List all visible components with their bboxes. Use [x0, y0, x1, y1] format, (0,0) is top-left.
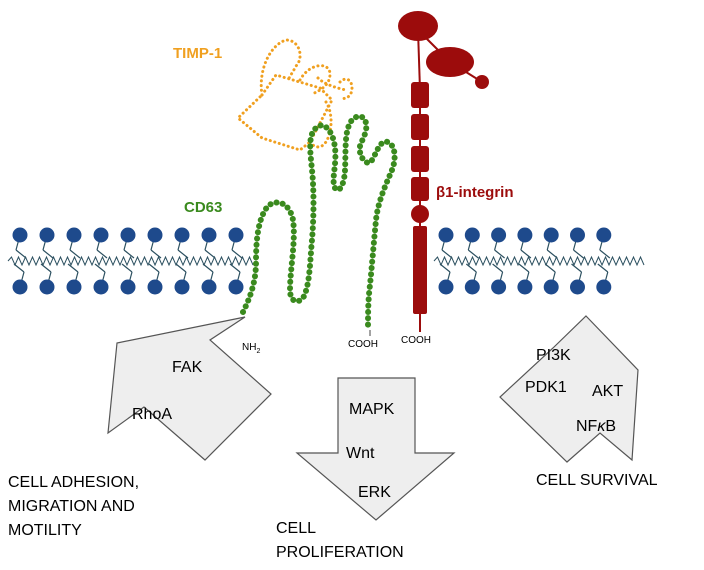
lipid-head — [66, 279, 82, 295]
outcome-adhesion: CELL ADHESION, MIGRATION AND MOTILITY — [8, 474, 139, 539]
rhoa-label: RhoA — [132, 406, 172, 423]
outcome-line: MOTILITY — [8, 522, 82, 539]
lipid-head — [543, 227, 559, 243]
lipid-head — [147, 227, 163, 243]
proliferation-pathway-arrow — [295, 377, 456, 521]
lipid-head — [174, 227, 190, 243]
lipid-tail — [94, 263, 106, 273]
outcome-line: CELL — [276, 520, 316, 537]
lipid-tail — [571, 263, 582, 273]
lipid-tail — [40, 263, 52, 273]
lipid-head — [570, 279, 585, 295]
outcome-survival: CELL SURVIVAL — [536, 472, 658, 489]
outcome-line: CELL SURVIVAL — [536, 472, 658, 489]
lipid-head — [517, 279, 533, 295]
lipid-tail — [150, 249, 162, 259]
timp1-protein — [235, 38, 354, 152]
lipid-tail — [148, 263, 160, 273]
lipid-head — [543, 279, 559, 295]
wnt-label: Wnt — [346, 445, 375, 462]
lipid-tail — [121, 263, 133, 273]
lipid-head — [228, 279, 244, 295]
bilayer-midline — [7, 255, 254, 267]
lipid-head — [517, 227, 533, 243]
lipid-head — [39, 279, 55, 295]
lipid-head — [570, 227, 585, 243]
lipid-tail — [467, 249, 479, 259]
lipid-head — [438, 279, 454, 295]
lipid-tail — [42, 249, 54, 259]
lipid-head — [464, 227, 480, 243]
lipid-head — [491, 227, 507, 243]
pdk1-label: PDK1 — [525, 379, 567, 396]
cell-membrane-right — [433, 227, 645, 295]
beta1-integrin-protein — [398, 11, 489, 332]
lipid-tail — [439, 263, 451, 273]
lipid-head — [120, 227, 136, 243]
lipid-tail — [204, 249, 216, 259]
lipid-tail — [96, 249, 108, 259]
lipid-tail — [518, 263, 530, 273]
cell-membrane-left — [7, 227, 254, 295]
lipid-head — [12, 279, 28, 295]
lipid-tail — [67, 263, 79, 273]
lipid-head — [39, 227, 55, 243]
lipid-head — [12, 227, 28, 243]
outcome-line: PROLIFERATION — [276, 544, 404, 561]
lipid-tail — [544, 263, 556, 273]
lipid-tail — [175, 263, 187, 273]
cd63-c-terminus: COOH — [348, 339, 378, 350]
cd63-protein — [240, 113, 398, 331]
bilayer-midline — [433, 255, 645, 267]
lipid-tail — [573, 249, 584, 259]
lipid-head — [66, 227, 82, 243]
outcome-line: MIGRATION AND — [8, 498, 135, 515]
lipid-tail — [597, 263, 609, 273]
lipid-tail — [69, 249, 81, 259]
lipid-tail — [520, 249, 532, 259]
cd63-n-terminus: NH2 — [242, 342, 260, 355]
nfkb-label: NFκB — [576, 418, 616, 435]
lipid-head — [596, 279, 612, 295]
lipid-head — [93, 227, 109, 243]
lipid-tail — [13, 263, 25, 273]
lipid-tail — [229, 263, 241, 273]
outcome-line: CELL ADHESION, — [8, 474, 139, 491]
outcome-proliferation: CELL PROLIFERATION — [276, 520, 404, 561]
cd63-label: CD63 — [184, 199, 222, 216]
lipid-head — [228, 227, 244, 243]
timp1-label: TIMP-1 — [173, 45, 222, 62]
lipid-head — [120, 279, 136, 295]
adhesion-pathway-arrow — [107, 316, 272, 461]
lipid-head — [491, 279, 507, 295]
integrin-c-terminus: COOH — [401, 335, 431, 346]
lipid-tail — [599, 249, 611, 259]
lipid-tail — [123, 249, 135, 259]
lipid-tail — [202, 263, 214, 273]
erk-label: ERK — [358, 484, 391, 501]
lipid-tail — [494, 249, 505, 259]
beta1-integrin-label: β1-integrin — [436, 184, 514, 201]
mapk-label: MAPK — [349, 401, 395, 418]
fak-label: FAK — [172, 359, 203, 376]
lipid-tail — [441, 249, 453, 259]
lipid-tail — [231, 249, 243, 259]
lipid-head — [464, 279, 480, 295]
lipid-head — [596, 227, 612, 243]
lipid-tail — [465, 263, 477, 273]
lipid-head — [438, 227, 454, 243]
lipid-head — [174, 279, 190, 295]
akt-label: AKT — [592, 383, 623, 400]
lipid-tail — [546, 249, 558, 259]
lipid-head — [93, 279, 109, 295]
lipid-tail — [15, 249, 27, 259]
pi3k-label: PI3K — [536, 347, 571, 364]
survival-pathway-arrow — [499, 315, 639, 463]
lipid-head — [201, 227, 217, 243]
lipid-head — [147, 279, 163, 295]
lipid-head — [201, 279, 217, 295]
lipid-tail — [492, 263, 503, 273]
